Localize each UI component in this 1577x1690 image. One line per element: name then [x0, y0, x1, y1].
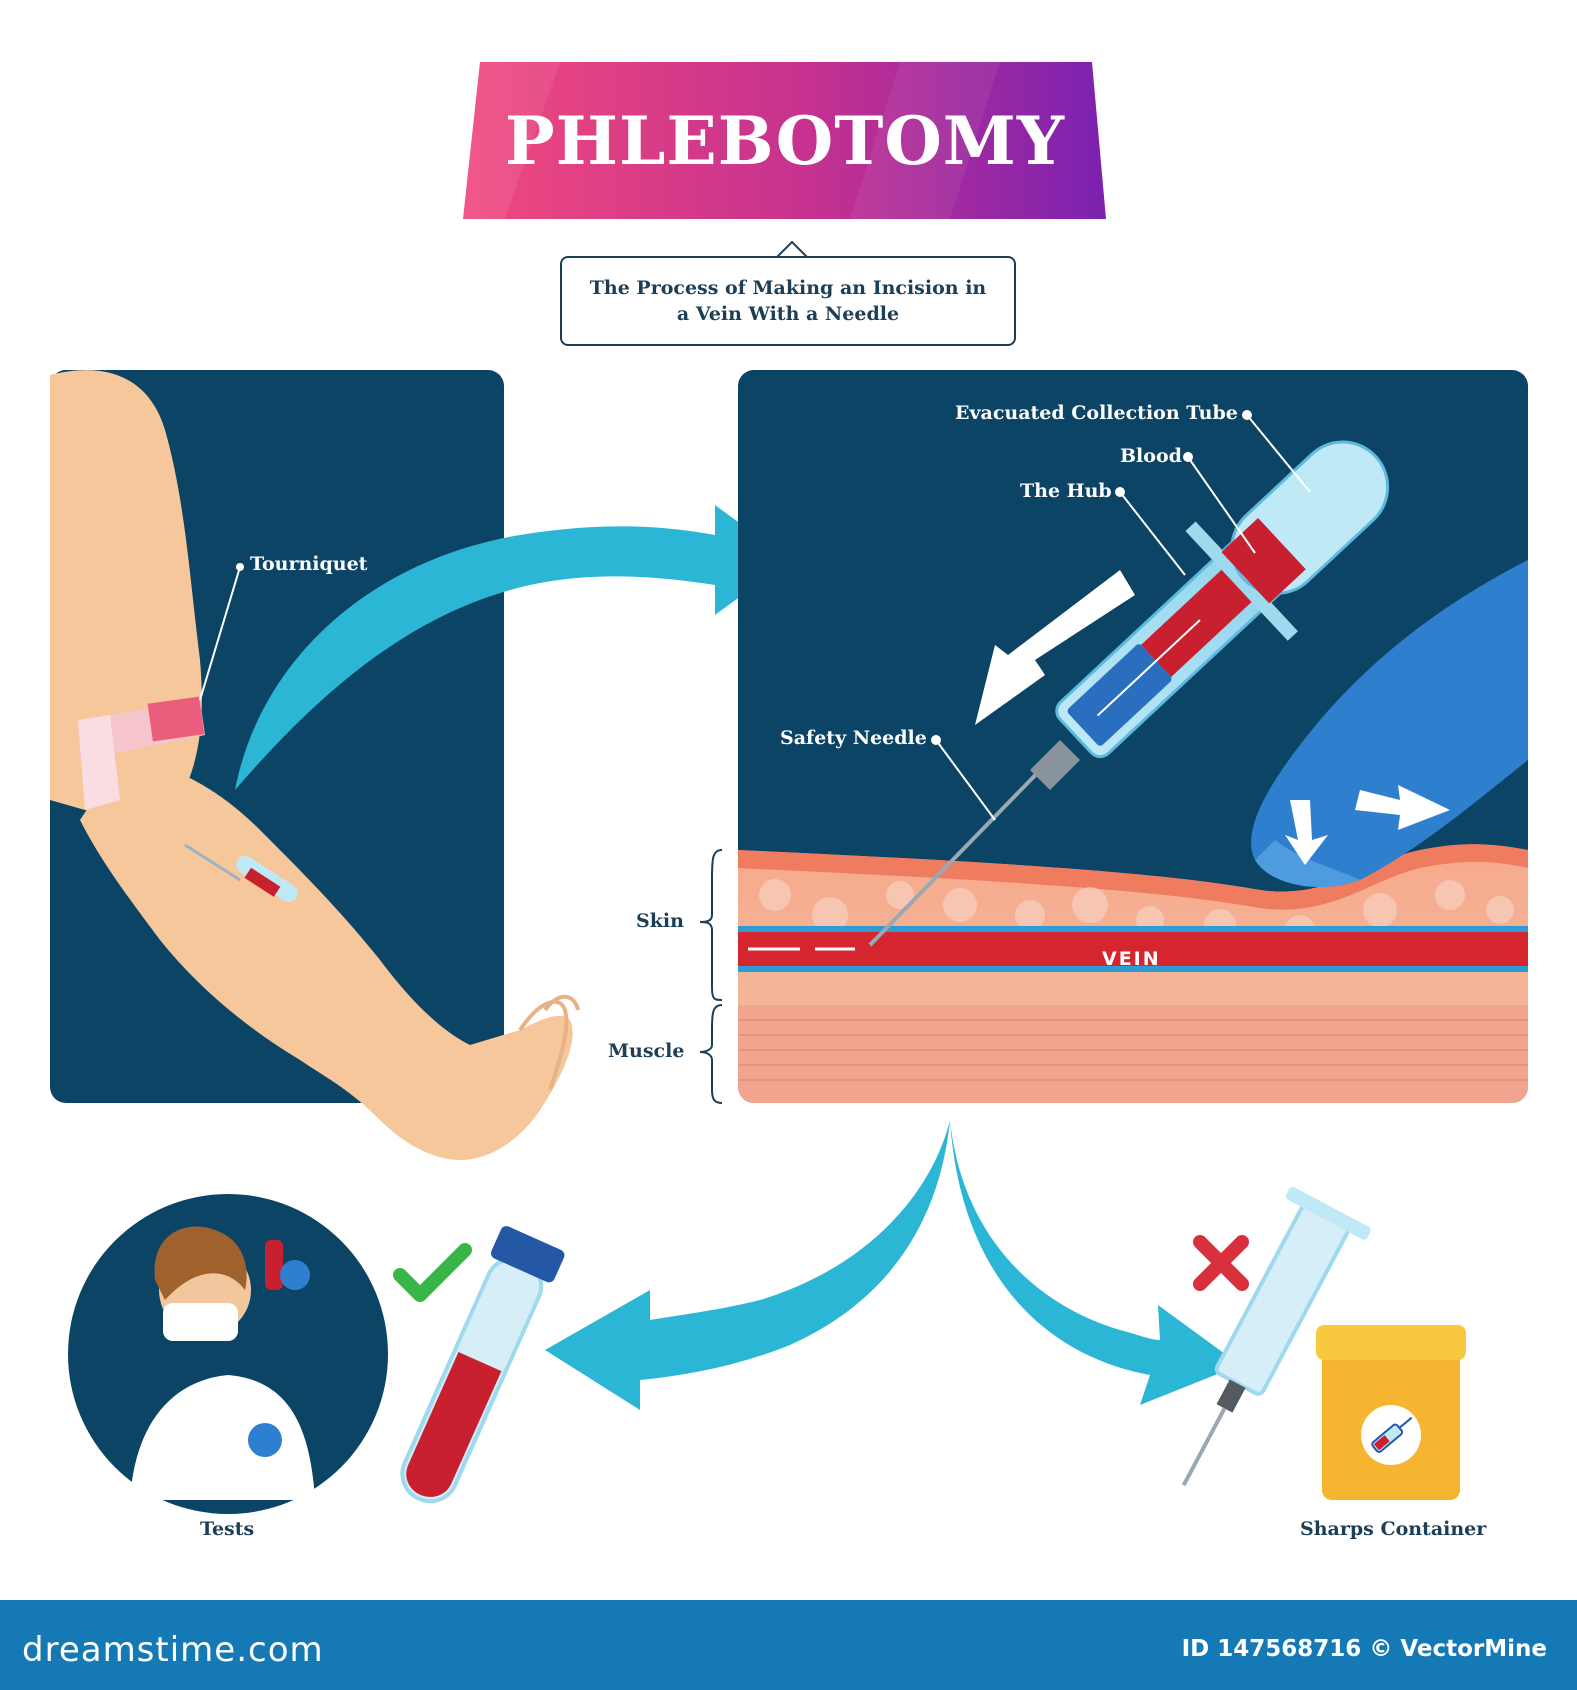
label-vein: VEIN: [1102, 948, 1161, 970]
label-hub: The Hub: [1020, 480, 1112, 502]
arrow-to-detail: [235, 505, 790, 790]
gloved-finger: [1251, 560, 1528, 888]
title-banner: PHLEBOTOMY: [465, 62, 1105, 219]
arrow-to-tests: [545, 1120, 950, 1410]
label-tests: Tests: [200, 1518, 255, 1540]
arm-syringe: [184, 843, 298, 903]
label-evacuated-tube: Evacuated Collection Tube: [955, 402, 1238, 424]
vein-band: [738, 928, 1528, 970]
title-banner-shape: [463, 62, 1106, 219]
arrow-to-sharps: [950, 1120, 1240, 1405]
subtitle-box: The Process of Making an Incision in a V…: [560, 256, 1016, 346]
collection-syringe: [1055, 440, 1390, 759]
sharps-container: [1316, 1325, 1466, 1500]
label-muscle: Muscle: [608, 1040, 685, 1062]
left-panel: [50, 370, 580, 1160]
footer-site: dreamstime.com: [22, 1630, 324, 1670]
used-syringe: [1181, 1186, 1371, 1487]
cross-icon: [1193, 1235, 1249, 1291]
syringe-icon: [1371, 1416, 1413, 1453]
right-panel: [738, 370, 1528, 1103]
press-arrows: [1285, 785, 1450, 865]
lab-tech-circle: [68, 1194, 388, 1514]
label-blood: Blood: [1120, 445, 1182, 467]
hand-fingers: [518, 994, 580, 1091]
page-title: PHLEBOTOMY: [505, 101, 1065, 180]
label-tourniquet: Tourniquet: [250, 553, 368, 575]
layer-braces: [699, 849, 723, 1104]
footer-bar: [0, 1600, 1577, 1690]
insertion-arrow: [975, 570, 1135, 725]
muscle-layer: [738, 1005, 1528, 1103]
page-subtitle: The Process of Making an Incision in a V…: [589, 277, 987, 325]
label-skin: Skin: [636, 910, 684, 932]
footer-id-credit: ID 147568716 © VectorMine: [1181, 1636, 1547, 1662]
blood-test-tube: [400, 1226, 565, 1504]
label-safety-needle: Safety Needle: [780, 727, 927, 749]
check-icon: [393, 1243, 472, 1302]
arm-forearm: [80, 760, 573, 1160]
label-sharps-container: Sharps Container: [1300, 1518, 1487, 1540]
